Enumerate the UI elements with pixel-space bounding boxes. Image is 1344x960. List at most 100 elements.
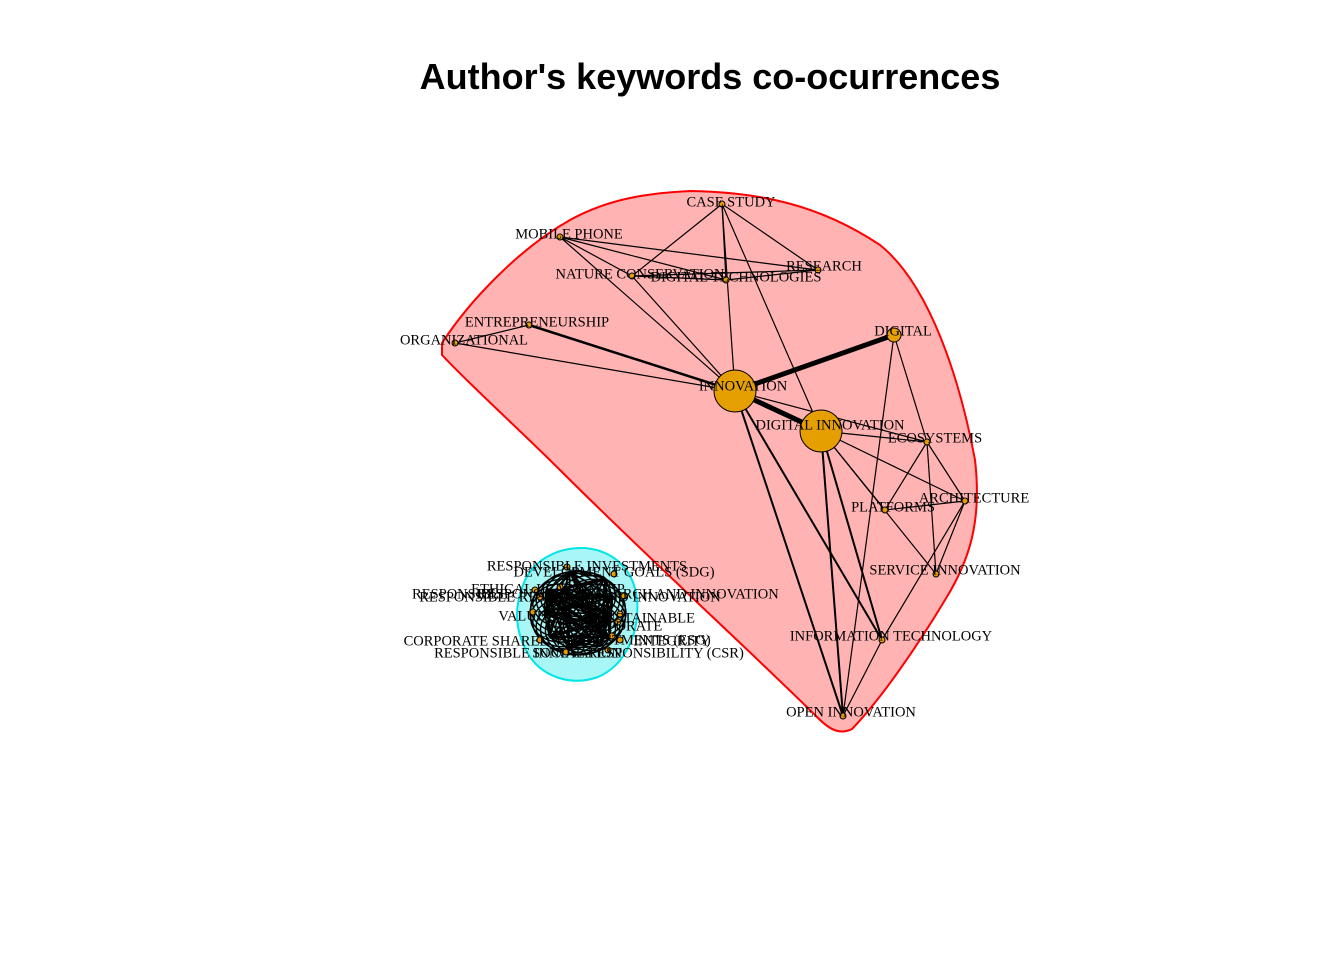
node-label-digital-technologies: DIGITAL TECHNOLOGIES xyxy=(651,269,822,285)
edge-architecture-service-innovation xyxy=(935,500,966,575)
edge-digital-innovation-service-innovation xyxy=(820,430,937,575)
edge-architecture-information-technology xyxy=(881,500,966,641)
node-entrepreneurship xyxy=(525,321,533,329)
node-responsible-research-2 xyxy=(536,593,544,601)
node-label-sustainable: SUSTAINABLE xyxy=(597,610,695,626)
node-responsible-innovation xyxy=(562,648,570,656)
node-label-ethical-leadership: ETHICAL LEADERSHIP xyxy=(471,581,625,597)
cluster-2-mesh-loop xyxy=(562,578,624,628)
node-development-goals-sdg xyxy=(610,570,618,578)
node-corporate-shared-value xyxy=(536,636,544,644)
node-label-responsible-innovation: RESPONSIBLE INNOVATION xyxy=(434,645,622,661)
node-label-organizational: ORGANIZATIONAL xyxy=(400,332,528,348)
node-digital-technologies xyxy=(722,276,730,284)
node-label-digital: DIGITAL xyxy=(874,323,932,339)
edge-ecosystems-architecture xyxy=(926,441,966,502)
cluster-2-mesh-loop xyxy=(549,570,612,620)
node-responsible-investments xyxy=(563,563,571,571)
node-label-architecture: ARCHITECTURE xyxy=(919,490,1030,506)
node-digital xyxy=(886,327,902,343)
node-label-innovation: INNOVATION xyxy=(699,378,788,394)
edge-case-study-nature-conservation xyxy=(631,203,723,277)
cluster-1-hull xyxy=(441,189,978,733)
node-open-innovation xyxy=(839,712,847,720)
node-innovation xyxy=(713,369,757,413)
node-platforms xyxy=(881,506,889,514)
cluster-2-mesh-loop xyxy=(532,578,594,628)
node-label-integrity: INTEGRITY xyxy=(633,633,711,649)
edge-innovation-organizational xyxy=(454,342,736,392)
edge-mobile-phone-digital-technologies xyxy=(559,236,727,281)
edge-entrepreneurship-organizational xyxy=(454,324,530,344)
node-label-value: VALUE xyxy=(498,608,545,624)
edge-innovation-entrepreneurship xyxy=(528,323,736,393)
node-organizational xyxy=(451,339,459,347)
edge-nature-conservation-digital-technologies xyxy=(631,275,727,281)
edge-integrity-csr xyxy=(599,636,611,647)
cluster-2-mesh-loop xyxy=(554,571,617,622)
edge-information-technology-open-innovation xyxy=(842,639,883,717)
node-corporate xyxy=(614,618,622,626)
node-research xyxy=(814,266,822,274)
edge-innovation-digital xyxy=(734,332,895,394)
node-label-nature-conservation: NATURE CONSERVATION xyxy=(556,266,725,282)
node-label-ecosystems: ECOSYSTEMS xyxy=(888,430,982,446)
edge-innovation-open-innovation xyxy=(734,390,844,717)
edge-innovation-mobile-phone xyxy=(559,236,736,392)
node-label-responsible-investments: RESPONSIBLE INVESTMENTS xyxy=(487,558,687,574)
diagram-title: Author's keywords co-ocurrences xyxy=(419,56,1001,97)
node-architecture xyxy=(961,497,969,505)
node-label-corporate-shared-value: CORPORATE SHARED VALUE xyxy=(404,633,601,649)
edge-mobile-phone-nature-conservation xyxy=(559,236,633,277)
node-sustainable xyxy=(616,610,624,618)
node-label-mobile-phone: MOBILE PHONE xyxy=(515,226,623,242)
edge-case-study-digital-technologies xyxy=(721,203,727,281)
node-ecosystems xyxy=(923,438,931,446)
cluster-2-mesh-loop xyxy=(564,583,626,633)
node-label-service-innovation: SERVICE INNOVATION xyxy=(869,562,1021,578)
node-label-investments-esg: INVESTMENTS (ESG) xyxy=(569,632,711,648)
node-label-information-technology: INFORMATION TECHNOLOGY xyxy=(790,628,993,644)
cluster-2-mesh-loop xyxy=(535,574,597,625)
node-label-digital-innovation: DIGITAL INNOVATION xyxy=(755,417,905,433)
edge-mobile-phone-research xyxy=(559,236,819,271)
node-label-csr: SOCIAL RESPONSIBILITY (CSR) xyxy=(532,645,744,661)
node-mobile-phone xyxy=(556,233,564,241)
edge-digital-technologies-research xyxy=(725,269,819,281)
node-information-technology xyxy=(878,636,886,644)
edge-digital-innovation-open-innovation xyxy=(820,430,844,717)
cluster-2-mesh-loop xyxy=(539,604,602,655)
edge-digital-innovation-case-study xyxy=(721,203,822,432)
node-label-responsible-research-2: RESPONSIBLE RESEARCH AND INNOVATION xyxy=(419,589,721,605)
node-label-responsible: RESPONSIBLE xyxy=(412,586,508,602)
edge-corporate-corporate-shared-value xyxy=(549,620,609,639)
node-label-case-study: CASE STUDY xyxy=(686,194,776,210)
node-label-responsible-research: RESPONSIBLE RESEARCH AND INNOVATION xyxy=(477,586,779,602)
edge-ecosystems-platforms xyxy=(884,441,928,511)
cluster-2-mesh-loop xyxy=(559,574,621,625)
nodes xyxy=(451,200,969,720)
node-label-research: RESEARCH xyxy=(786,258,862,274)
node-case-study xyxy=(718,200,726,208)
node-nature-conservation xyxy=(628,272,636,280)
edge-case-study-research xyxy=(721,203,819,271)
node-label-development-goals-sdg: DEVELOPMENT GOALS (SDG) xyxy=(513,564,714,580)
node-service-innovation xyxy=(932,570,940,578)
node-value xyxy=(529,608,537,616)
edge-platforms-architecture xyxy=(884,500,966,511)
node-label-platforms: PLATFORMS xyxy=(851,499,935,515)
edge-innovation-information-technology xyxy=(734,390,883,641)
edge-innovation-nature-conservation xyxy=(631,275,736,392)
edge-digital-ecosystems xyxy=(893,334,928,443)
edge-digital-open-innovation xyxy=(842,334,895,717)
node-investments-esg xyxy=(608,632,616,640)
node-label-corporate: CORPORATE xyxy=(578,618,663,634)
node-label-entrepreneurship: ENTREPRENEURSHIP xyxy=(465,314,609,330)
node-responsible-research xyxy=(620,592,628,600)
node-digital-innovation xyxy=(799,409,843,453)
node-csr xyxy=(604,646,612,654)
edge-digital-innovation-information-technology xyxy=(820,430,883,641)
node-responsible xyxy=(531,586,539,594)
